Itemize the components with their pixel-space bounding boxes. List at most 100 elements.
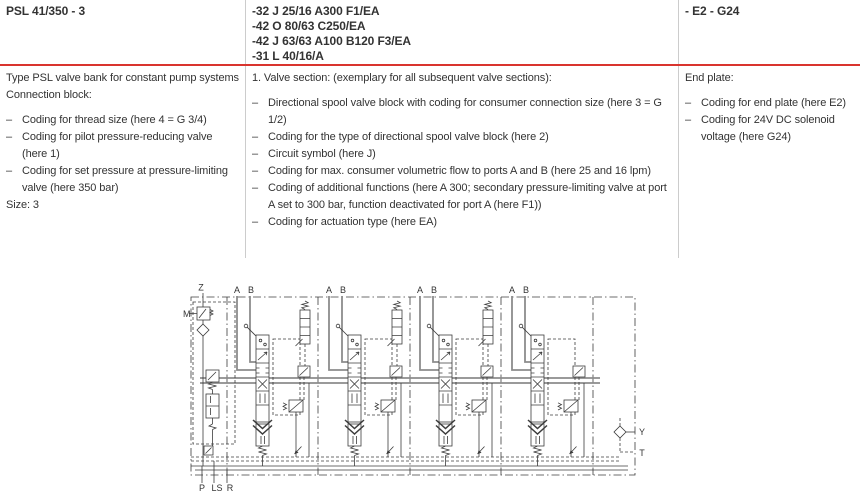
bullet-dash: – — [685, 114, 692, 126]
hydraulic-circuit-diagram: P LS R Z M A B — [183, 283, 645, 494]
connection-block-description: Type PSL valve bank for constant pump sy… — [0, 66, 245, 258]
list-item-text: Coding of additional functions (here A 3… — [268, 182, 667, 211]
port-b-label: B — [340, 285, 346, 295]
port-b-label: B — [431, 285, 437, 295]
lever-actuator-icon — [426, 323, 432, 329]
ls-signal-arrow — [294, 446, 302, 455]
list-item-text: Coding for 24V DC solenoid voltage (here… — [701, 114, 835, 143]
code-valve-section-1: -32 J 25/16 A300 F1/EA — [252, 4, 380, 18]
relief-valve — [480, 365, 494, 457]
port-a-label: A — [417, 285, 423, 295]
code-end-plate: - E2 - G24 — [685, 4, 740, 18]
lever-actuator-icon — [335, 323, 341, 329]
diagram-frame — [190, 296, 636, 476]
bullet-dash: – — [252, 165, 259, 177]
valve-section-description: 1. Valve section: (exemplary for all sub… — [245, 66, 678, 258]
list-item: – Coding for end plate (here E2) — [685, 95, 855, 112]
header-cell-connection-block: PSL 41/350 - 3 — [0, 0, 245, 64]
bullet-dash: – — [6, 114, 13, 126]
secondary-relief-valve — [478, 300, 494, 366]
ordering-code-table: PSL 41/350 - 3 -32 J 25/16 A300 F1/EA -4… — [0, 0, 860, 258]
valve-section: A B — [234, 285, 311, 466]
lever-actuator-icon — [243, 323, 249, 329]
pressure-compensator — [252, 419, 273, 466]
connection-block-subtitle: Connection block: — [6, 89, 92, 101]
valve-section: A B — [509, 285, 586, 466]
connection-block-list: – Coding for thread size (here 4 = G 3/4… — [6, 112, 240, 197]
ls-signal-arrow — [386, 446, 394, 455]
port-p-label: P — [199, 483, 205, 493]
list-item-text: Coding for pilot pressure-reducing valve… — [22, 131, 213, 160]
list-item-text: Coding for set pressure at pressure-limi… — [22, 165, 228, 194]
valve-section: A B — [326, 285, 403, 466]
port-a-label: A — [509, 285, 515, 295]
code-valve-section-3: -42 J 63/63 A100 B120 F3/EA — [252, 34, 411, 48]
list-item: – Coding for pilot pressure-reducing val… — [6, 129, 240, 163]
port-t-label: T — [639, 448, 645, 458]
lever-actuator-icon — [518, 323, 524, 329]
directional-spool-valve — [335, 323, 362, 423]
ls-signal-arrow — [477, 446, 485, 455]
list-item-text: Coding for end plate (here E2) — [701, 97, 846, 109]
list-item-text: Coding for actuation type (here EA) — [268, 216, 437, 228]
end-plate-description: End plate: – Coding for end plate (here … — [678, 66, 860, 258]
code-valve-section-4: -31 L 40/16/A — [252, 49, 324, 63]
bullet-dash: – — [252, 97, 259, 109]
directional-spool-valve — [243, 323, 270, 423]
end-plate-symbol: Y T — [613, 418, 645, 458]
valve-section-title: 1. Valve section: (exemplary for all sub… — [252, 72, 552, 84]
bullet-dash: – — [685, 97, 692, 109]
header-cell-end-plate: - E2 - G24 — [678, 0, 860, 64]
bullet-dash: – — [252, 216, 259, 228]
relief-valve — [389, 365, 403, 457]
ordering-code-header-row: PSL 41/350 - 3 -32 J 25/16 A300 F1/EA -4… — [0, 0, 860, 66]
port-b-label: B — [248, 285, 254, 295]
port-ls-label: LS — [211, 483, 222, 493]
list-item-text: Coding for the type of directional spool… — [268, 131, 549, 143]
code-connection-block: PSL 41/350 - 3 — [6, 4, 86, 18]
solenoid-actuator — [282, 399, 304, 457]
list-item: – Coding for set pressure at pressure-li… — [6, 163, 240, 197]
list-item: – Coding for 24V DC solenoid voltage (he… — [685, 112, 855, 146]
valve-section-list: – Directional spool valve block with cod… — [252, 95, 673, 231]
size-note: Size: 3 — [6, 199, 39, 211]
port-r-label: R — [227, 483, 234, 493]
directional-spool-valve — [518, 323, 545, 423]
header-cell-valve-sections: -32 J 25/16 A300 F1/EA -42 O 80/63 C250/… — [245, 0, 678, 64]
pressure-compensator — [527, 419, 548, 466]
solenoid-actuator — [557, 399, 579, 457]
connection-block-symbol: Z M — [183, 283, 236, 466]
solenoid-actuator — [465, 399, 487, 457]
bullet-dash: – — [252, 148, 259, 160]
list-item: – Coding for max. consumer volumetric fl… — [252, 163, 673, 180]
secondary-relief-valve — [295, 300, 311, 366]
list-item: – Coding for the type of directional spo… — [252, 129, 673, 146]
solenoid-actuator — [374, 399, 396, 457]
valve-section: A B — [417, 285, 494, 466]
port-b-label: B — [523, 285, 529, 295]
ordering-code-body-row: Type PSL valve bank for constant pump sy… — [0, 66, 860, 258]
list-item: – Circuit symbol (here J) — [252, 146, 673, 163]
code-valve-section-2: -42 O 80/63 C250/EA — [252, 19, 366, 33]
port-z-label: Z — [198, 283, 204, 293]
ls-signal-arrow — [569, 446, 577, 455]
list-item: – Coding for thread size (here 4 = G 3/4… — [6, 112, 240, 129]
end-plate-list: – Coding for end plate (here E2) – Codin… — [685, 95, 855, 146]
pressure-compensator — [435, 419, 456, 466]
type-intro-text: Type PSL valve bank for constant pump sy… — [6, 72, 239, 84]
relief-valve — [297, 365, 311, 457]
secondary-relief-valve — [387, 300, 403, 366]
bullet-dash: – — [252, 131, 259, 143]
bullet-dash: – — [252, 182, 259, 194]
bullet-dash: – — [6, 165, 13, 177]
relief-valve — [572, 365, 586, 457]
directional-spool-valve — [426, 323, 453, 423]
pressure-compensator — [344, 419, 365, 466]
port-a-label: A — [326, 285, 332, 295]
list-item-text: Circuit symbol (here J) — [268, 148, 376, 160]
list-item-text: Coding for max. consumer volumetric flow… — [268, 165, 651, 177]
list-item: – Coding for actuation type (here EA) — [252, 214, 673, 231]
list-item-text: Directional spool valve block with codin… — [268, 97, 662, 126]
list-item: – Directional spool valve block with cod… — [252, 95, 673, 129]
list-item-text: Coding for thread size (here 4 = G 3/4) — [22, 114, 207, 126]
